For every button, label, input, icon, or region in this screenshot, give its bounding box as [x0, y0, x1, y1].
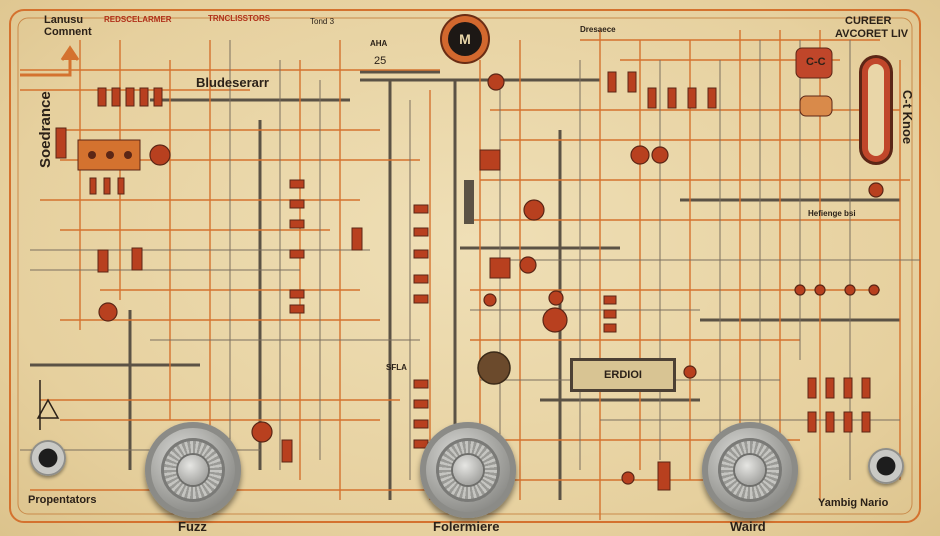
- resistors: [89, 71, 871, 491]
- display-text: ERDIOI: [604, 369, 642, 381]
- meter-gauge: [862, 58, 890, 162]
- folermiere-knob[interactable]: [420, 422, 516, 518]
- fuzz-knob-label: Fuzz: [178, 519, 207, 534]
- sfla-label: SFLA: [386, 363, 407, 372]
- board-outline: [9, 9, 921, 523]
- yambig-nario-label: Yambig Nario: [818, 497, 889, 509]
- ahd-label: AHA: [370, 39, 388, 48]
- avcoret-label: AVCORET LIV: [835, 28, 909, 40]
- logo: M: [442, 16, 488, 62]
- top-left-label-1: Lanusu: [44, 14, 84, 26]
- bludeserarr-label: Bludeserarr: [196, 75, 269, 90]
- folermiere-knob-label: Folermiere: [433, 519, 500, 534]
- header-red-label: REDSCELARMER: [104, 15, 172, 24]
- cureer-label: CUREER: [845, 15, 892, 27]
- input-jack[interactable]: [30, 440, 66, 476]
- hefienge-label: Hefienge bsi: [808, 209, 856, 218]
- right-vertical-label: C-t Knoe: [900, 90, 915, 145]
- cc-label: C-C: [806, 56, 826, 68]
- propentators-label: Propentators: [28, 494, 97, 506]
- fuzz-knob[interactable]: [145, 422, 241, 518]
- number-25-label: 25: [374, 55, 387, 67]
- output-jack[interactable]: [868, 448, 904, 484]
- dresaece-label: Dresaece: [580, 25, 616, 34]
- tond-label: Tond 3: [310, 17, 335, 26]
- lcd-display: ERDIOI: [570, 358, 676, 392]
- top-left-label-2: Comnent: [44, 26, 92, 38]
- triangle-arrow-icon: [36, 398, 60, 419]
- header-red-label-2: TRNCLISSTORS: [208, 14, 271, 23]
- maze-monogram-icon: M: [448, 22, 482, 56]
- sidebar-left-label: Soedrance: [37, 91, 54, 168]
- waird-knob[interactable]: [702, 422, 798, 518]
- transistor: [477, 351, 511, 385]
- terminal-blocks: [55, 47, 833, 279]
- waird-knob-label: Waird: [730, 519, 766, 534]
- arrows: [20, 45, 80, 430]
- capacitors: [98, 73, 884, 485]
